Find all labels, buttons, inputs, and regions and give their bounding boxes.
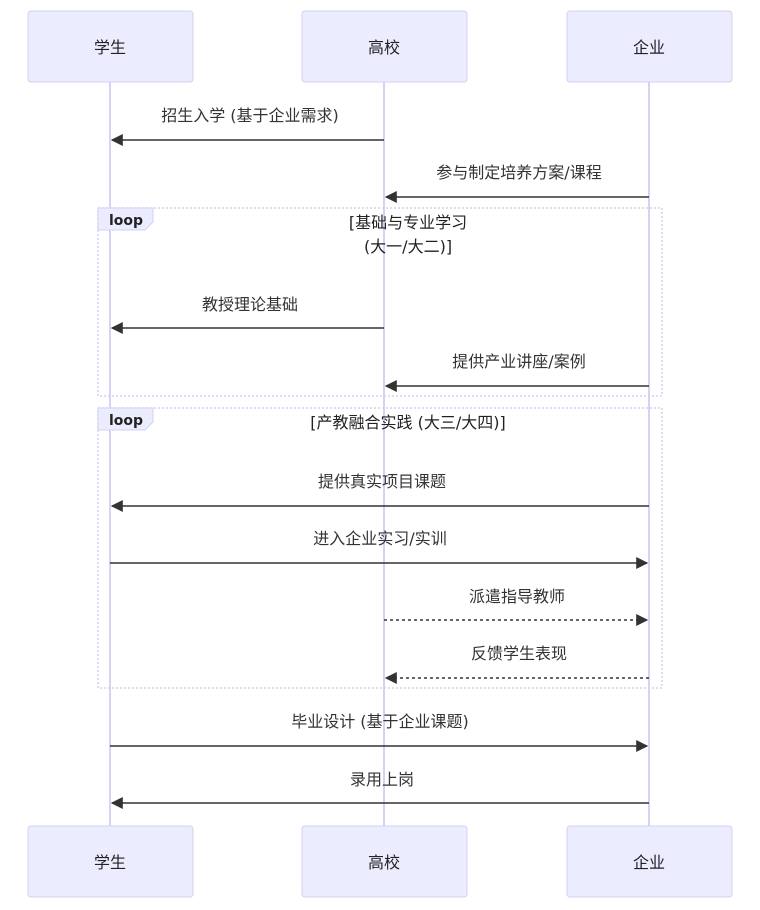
loop-title: [产教融合实践 (大三/大四)] xyxy=(310,413,505,432)
message-label: 教授理论基础 xyxy=(202,295,298,314)
actor-bottom-enterprise: 企业 xyxy=(566,825,733,898)
message-projects: 提供真实项目课题 xyxy=(110,472,649,512)
message-thesis: 毕业设计 (基于企业课题) xyxy=(110,712,649,752)
message-hiring: 录用上岗 xyxy=(110,770,649,809)
message-mentors: 派遣指导教师 xyxy=(384,587,649,626)
message-label: 毕业设计 (基于企业课题) xyxy=(291,712,469,731)
actor-top-university: 高校 xyxy=(301,10,468,83)
message-theory: 教授理论基础 xyxy=(110,295,384,334)
message-label: 提供产业讲座/案例 xyxy=(452,352,585,371)
actor-label: 高校 xyxy=(368,38,400,57)
actor-top-student: 学生 xyxy=(27,10,194,83)
message-label: 录用上岗 xyxy=(350,770,414,789)
loop-tag: loop xyxy=(109,213,143,229)
actor-label: 企业 xyxy=(633,853,665,872)
actor-label: 学生 xyxy=(94,853,126,872)
actor-bottom-student: 学生 xyxy=(27,825,194,898)
message-lectures: 提供产业讲座/案例 xyxy=(384,352,649,392)
message-enrollment: 招生入学 (基于企业需求) xyxy=(110,106,384,146)
message-label: 招生入学 (基于企业需求) xyxy=(161,106,339,125)
loop-tag: loop xyxy=(109,413,143,429)
message-feedback: 反馈学生表现 xyxy=(384,644,649,684)
loop-frame-foundation: loop [基础与专业学习 (大一/大二)] xyxy=(97,207,663,397)
loop-title: [基础与专业学习 xyxy=(349,213,467,232)
message-label: 参与制定培养方案/课程 xyxy=(436,163,601,182)
message-label: 提供真实项目课题 xyxy=(318,472,446,491)
message-curriculum: 参与制定培养方案/课程 xyxy=(384,163,649,203)
message-label: 反馈学生表现 xyxy=(471,644,567,663)
message-internship: 进入企业实习/实训 xyxy=(110,529,649,569)
actor-label: 高校 xyxy=(368,853,400,872)
actor-bottom-university: 高校 xyxy=(301,825,468,898)
actor-top-enterprise: 企业 xyxy=(566,10,733,83)
loop-title: (大一/大二)] xyxy=(364,237,452,256)
loop-frame-practice: loop [产教融合实践 (大三/大四)] xyxy=(97,407,663,689)
actor-label: 学生 xyxy=(94,38,126,57)
actor-label: 企业 xyxy=(633,38,665,57)
message-label: 进入企业实习/实训 xyxy=(313,529,446,548)
message-label: 派遣指导教师 xyxy=(469,587,565,606)
